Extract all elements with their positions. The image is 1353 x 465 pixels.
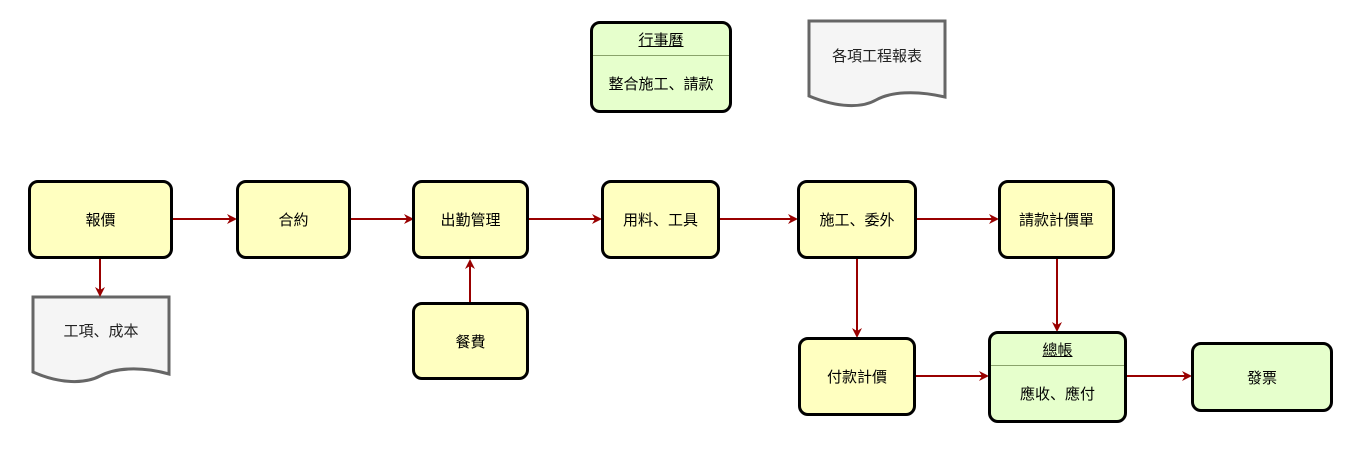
node-calendar[interactable]: 行事曆 整合施工、請款 <box>590 21 732 113</box>
node-ledger-title: 總帳 <box>991 334 1124 366</box>
document-reports-label: 各項工程報表 <box>831 47 922 65</box>
node-payment-label: 付款計價 <box>826 368 887 386</box>
node-attendance-label: 出勤管理 <box>440 211 501 229</box>
node-meal-label: 餐費 <box>455 332 486 351</box>
node-billing-sheet[interactable]: 請款計價單 <box>998 180 1115 259</box>
node-ledger-body-text: 應收、應付 <box>1019 384 1095 403</box>
node-ledger[interactable]: 總帳 應收、應付 <box>988 331 1127 423</box>
node-construction[interactable]: 施工、委外 <box>797 180 917 259</box>
node-contract[interactable]: 合約 <box>236 180 351 259</box>
node-meal[interactable]: 餐費 <box>412 302 529 380</box>
node-calendar-body: 整合施工、請款 <box>593 56 729 110</box>
node-materials[interactable]: 用料、工具 <box>601 180 720 259</box>
node-ledger-body: 應收、應付 <box>991 366 1124 420</box>
document-item-cost-label: 工項、成本 <box>63 322 139 340</box>
node-construction-label: 施工、委外 <box>819 211 895 229</box>
node-materials-label: 用料、工具 <box>622 211 698 229</box>
node-contract-label: 合約 <box>278 211 309 229</box>
node-calendar-body-text: 整合施工、請款 <box>608 74 714 93</box>
node-invoice-label: 發票 <box>1246 368 1277 387</box>
node-billing-sheet-label: 請款計價單 <box>1018 211 1094 229</box>
node-quote[interactable]: 報價 <box>28 180 173 259</box>
node-attendance[interactable]: 出勤管理 <box>412 180 529 259</box>
node-payment[interactable]: 付款計價 <box>798 337 916 416</box>
node-quote-label: 報價 <box>85 211 116 229</box>
node-invoice[interactable]: 發票 <box>1191 342 1333 412</box>
node-calendar-title: 行事曆 <box>593 24 729 56</box>
